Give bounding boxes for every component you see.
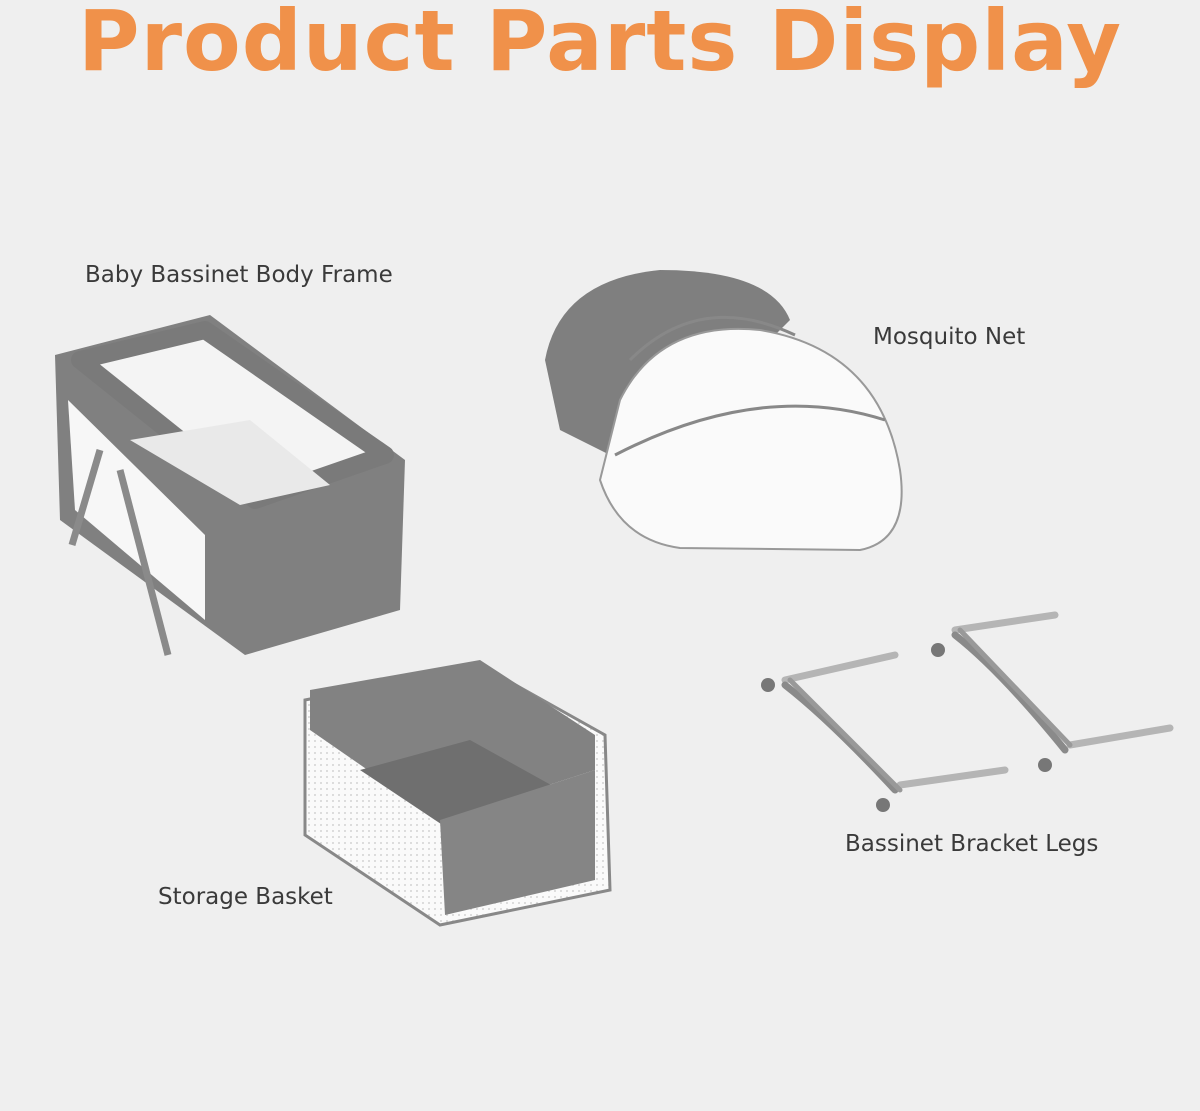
part-label-bracket-legs: Bassinet Bracket Legs (845, 831, 1099, 857)
bassinet-body-frame-image (55, 315, 405, 656)
part-label-storage-basket: Storage Basket (158, 884, 333, 910)
mosquito-net-image (545, 270, 903, 552)
page-title: Product Parts Display (78, 0, 1122, 90)
bracket-legs-image (761, 611, 1174, 812)
storage-basket-image (303, 660, 612, 927)
part-label-body-frame: Baby Bassinet Body Frame (85, 262, 393, 288)
part-label-mosquito-net: Mosquito Net (873, 324, 1026, 350)
